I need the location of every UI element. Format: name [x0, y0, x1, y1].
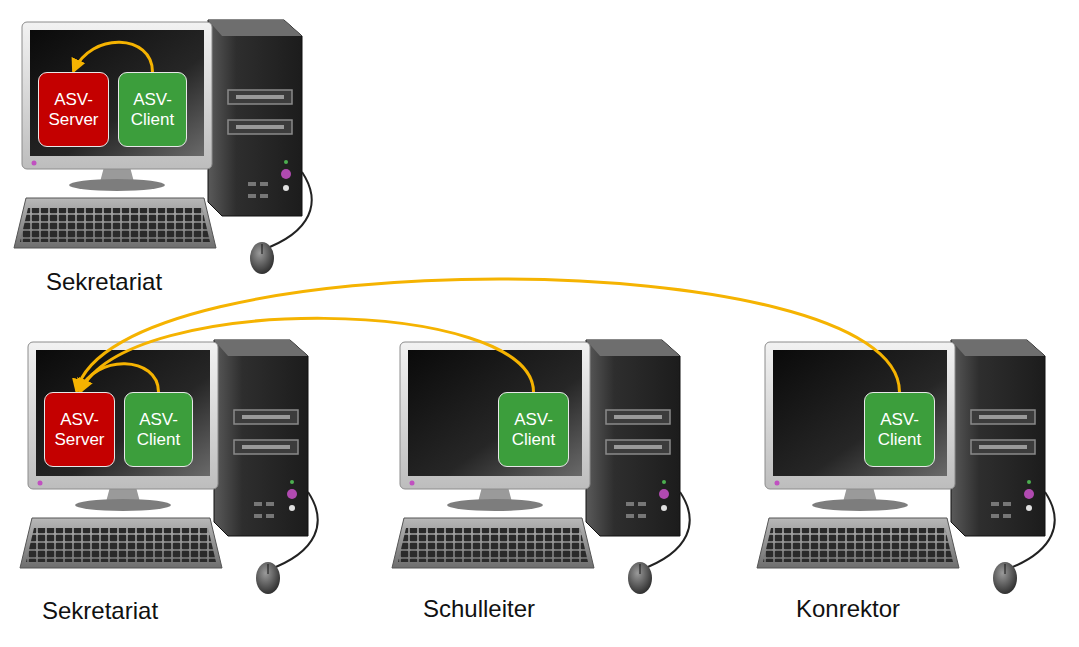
- connection-arrow: [77, 279, 900, 392]
- client-box: ASV- Client: [498, 392, 569, 467]
- client-box: ASV- Client: [864, 392, 935, 467]
- client-box: ASV- Client: [118, 72, 187, 147]
- server-box: ASV- Server: [44, 392, 115, 467]
- connection-arrow: [81, 318, 534, 392]
- box-label: ASV- Client: [504, 410, 563, 450]
- client-box: ASV- Client: [124, 392, 193, 467]
- connection-arrow: [80, 364, 159, 392]
- computer-caption: Konrektor: [796, 595, 900, 623]
- server-box: ASV- Server: [38, 72, 109, 147]
- box-label: ASV- Server: [50, 410, 109, 450]
- computer-caption: Sekretariat: [46, 268, 162, 296]
- box-label: ASV- Client: [130, 410, 187, 450]
- computer-caption: Schulleiter: [423, 595, 535, 623]
- box-label: ASV- Server: [44, 90, 103, 130]
- box-label: ASV- Client: [870, 410, 929, 450]
- box-label: ASV- Client: [124, 90, 181, 130]
- computer-caption: Sekretariat: [42, 597, 158, 625]
- connection-arrow: [74, 42, 153, 72]
